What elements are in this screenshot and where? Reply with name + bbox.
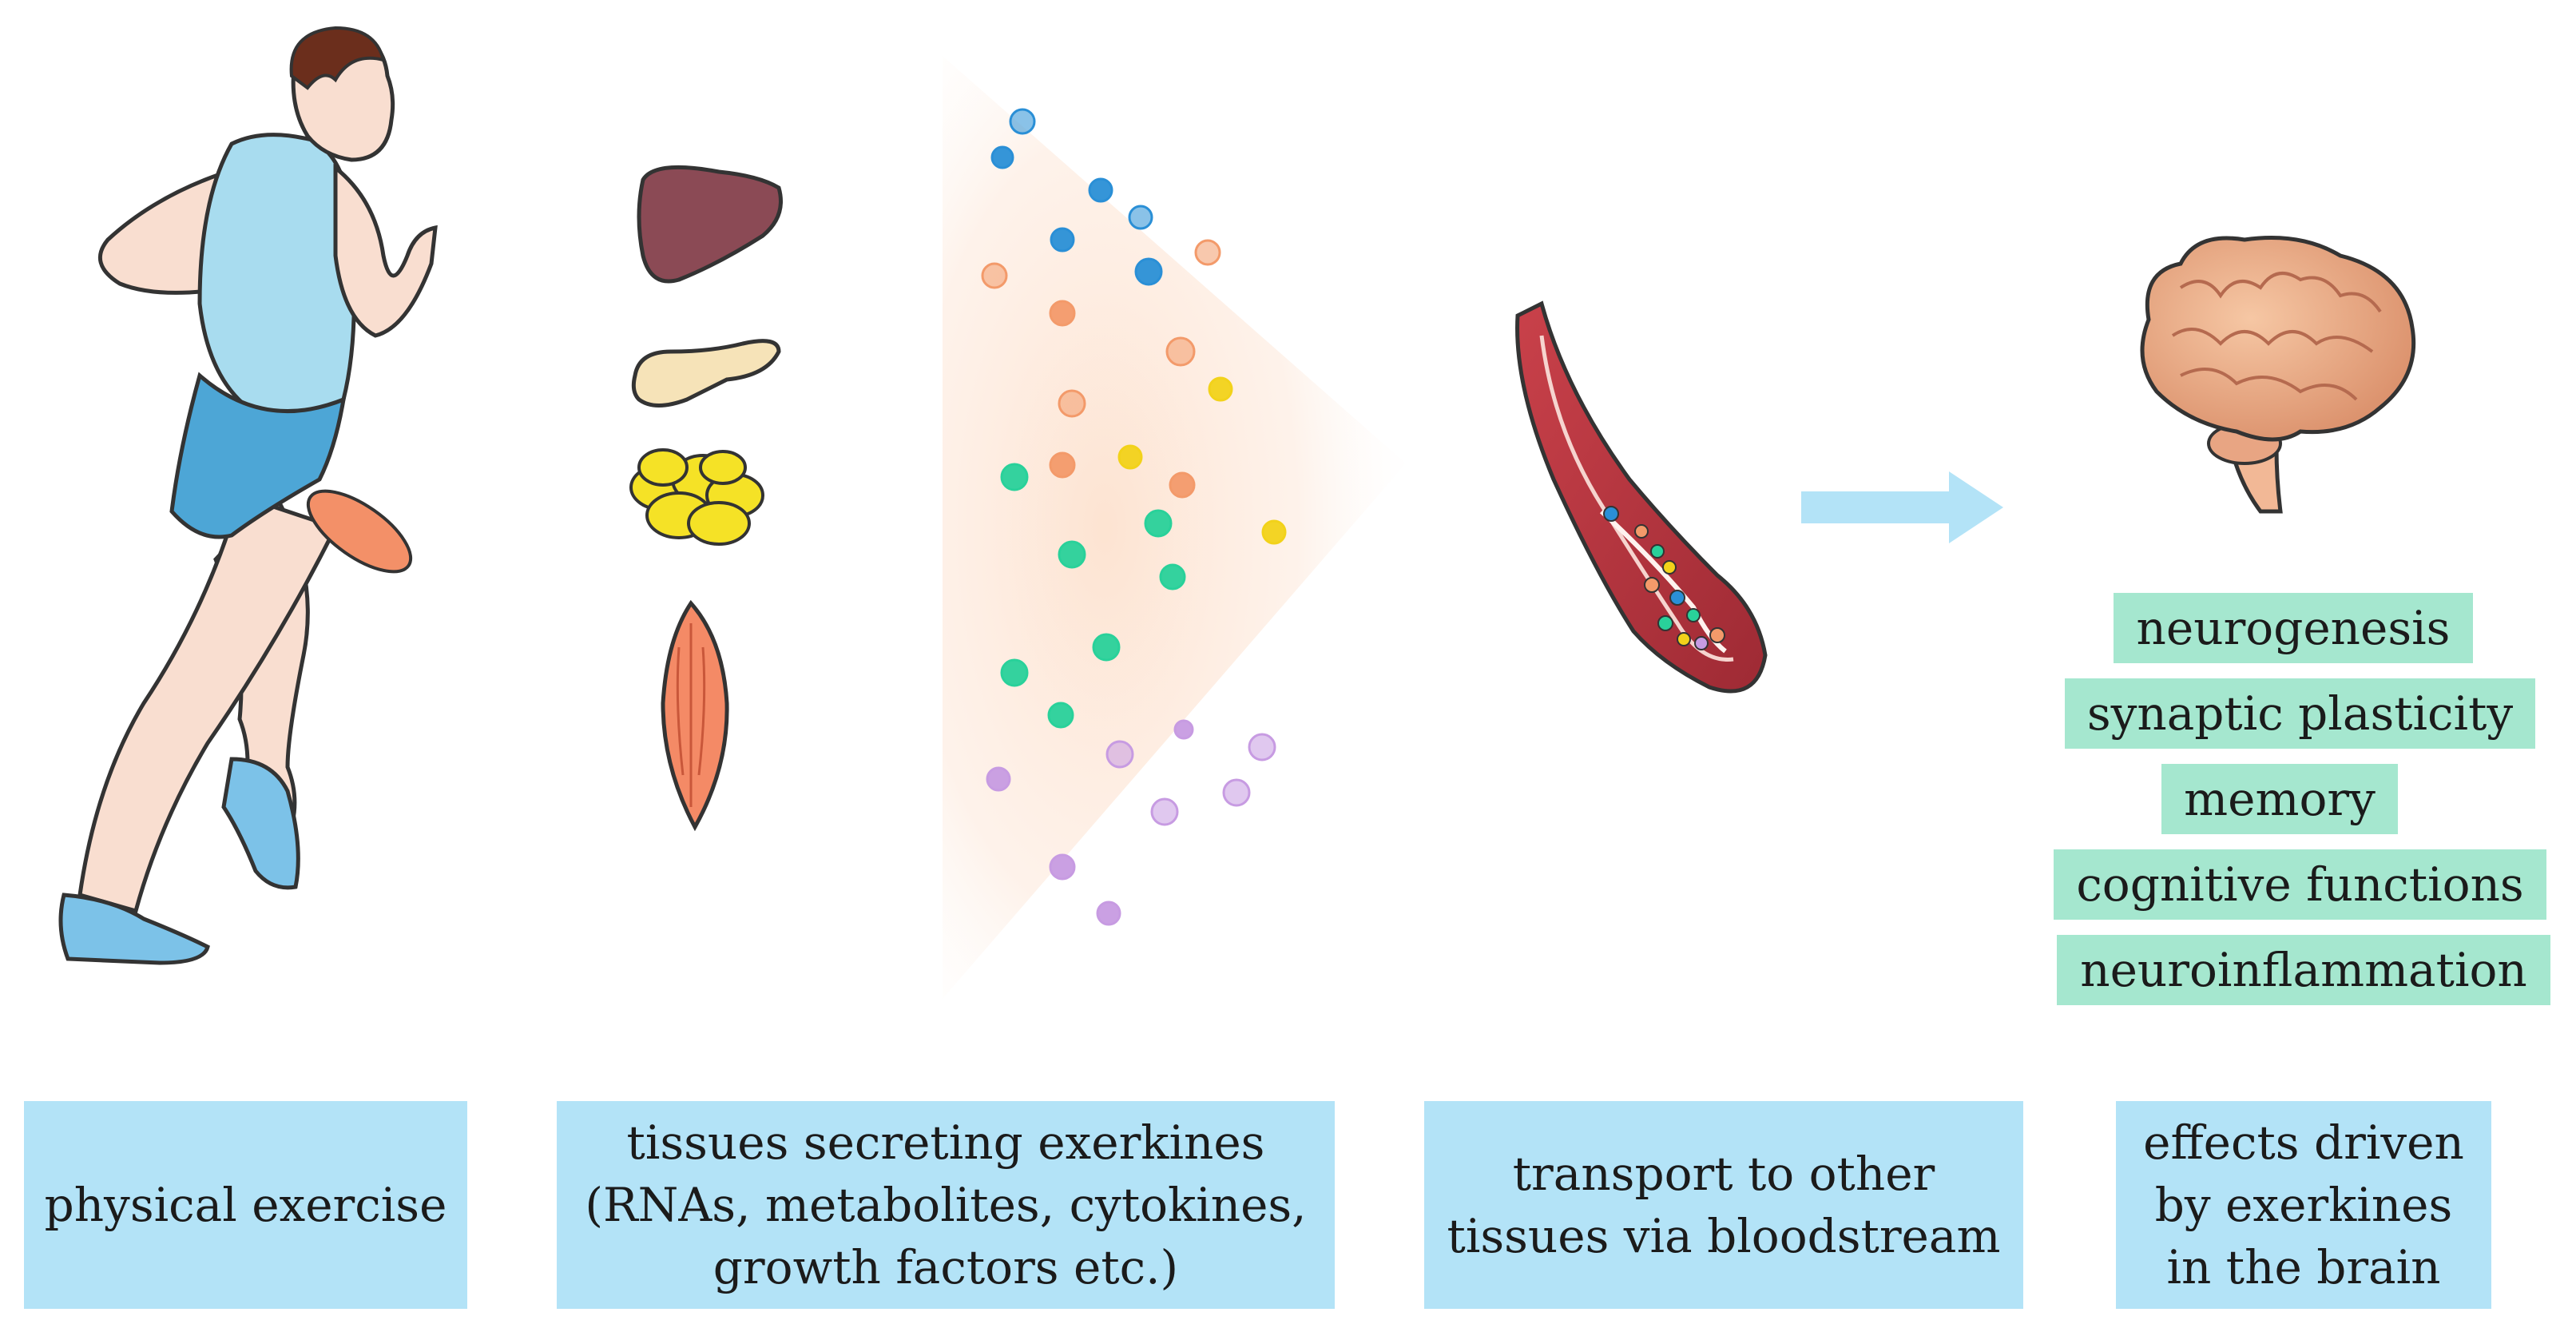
vessel-exerkine-particle bbox=[1644, 577, 1660, 593]
exerkine-particle bbox=[1248, 733, 1276, 761]
vessel-exerkine-particle bbox=[1657, 615, 1673, 631]
adipose-tissue-icon bbox=[629, 448, 764, 546]
exerkine-particle bbox=[1134, 257, 1163, 286]
exerkine-particle bbox=[1169, 471, 1196, 499]
exerkine-particle bbox=[1261, 519, 1287, 545]
exerkine-particle bbox=[1049, 300, 1076, 327]
effect-neurogenesis: neurogenesis bbox=[2114, 593, 2473, 663]
vessel-exerkine-particle bbox=[1669, 590, 1685, 606]
exerkine-particle bbox=[1165, 336, 1196, 367]
exerkine-particle bbox=[1117, 444, 1143, 470]
effect-cognitive-functions: cognitive functions bbox=[2054, 849, 2546, 920]
exerkine-particle bbox=[981, 262, 1008, 289]
exerkine-particle bbox=[1000, 463, 1029, 491]
exerkine-particle bbox=[1194, 239, 1221, 266]
runner-icon bbox=[58, 26, 438, 965]
brain-icon bbox=[2140, 236, 2416, 514]
vessel-exerkine-particle bbox=[1634, 524, 1649, 539]
exerkine-particle bbox=[1000, 658, 1029, 687]
caption-effects-in-brain: effects driven by exerkines in the brain bbox=[2116, 1101, 2491, 1309]
exerkine-particle bbox=[1092, 633, 1121, 662]
exerkine-particle bbox=[1159, 563, 1186, 590]
exerkine-particle bbox=[1222, 778, 1251, 807]
effect-memory: memory bbox=[2161, 764, 2398, 834]
caption-physical-exercise: physical exercise bbox=[24, 1101, 467, 1309]
muscle-icon bbox=[661, 599, 729, 832]
blood-vessel-icon bbox=[1515, 300, 1768, 694]
exerkine-particle bbox=[1088, 177, 1113, 203]
exerkine-particle bbox=[1009, 108, 1036, 135]
exerkine-particle bbox=[990, 145, 1014, 169]
exerkine-particle bbox=[1150, 797, 1179, 826]
exerkine-particle bbox=[1047, 702, 1074, 729]
vessel-exerkine-particle bbox=[1603, 506, 1619, 522]
exerkine-particle bbox=[1096, 901, 1121, 926]
pancreas-icon bbox=[631, 339, 781, 408]
exerkine-particle bbox=[1058, 540, 1086, 569]
exerkine-particle bbox=[1128, 205, 1153, 230]
vessel-exerkine-particle bbox=[1677, 632, 1691, 646]
exerkine-particle bbox=[1049, 853, 1076, 881]
exerkine-particle bbox=[1144, 509, 1173, 538]
vessel-exerkine-particle bbox=[1662, 560, 1677, 575]
exerkine-particle bbox=[1173, 719, 1194, 740]
liver-icon bbox=[637, 165, 783, 284]
exerkine-particles bbox=[943, 56, 1406, 999]
vessel-exerkine-particle bbox=[1709, 627, 1725, 643]
effect-synaptic-plasticity: synaptic plasticity bbox=[2065, 678, 2535, 749]
exerkine-particle bbox=[1208, 376, 1233, 402]
exerkine-particle bbox=[986, 766, 1011, 792]
effect-neuroinflammation: neuroinflammation bbox=[2057, 935, 2550, 1005]
vessel-exerkine-particle bbox=[1686, 608, 1701, 622]
exerkine-particle bbox=[1105, 740, 1134, 769]
vessel-exerkine-particle bbox=[1694, 636, 1709, 650]
caption-transport-bloodstream: transport to other tissues via bloodstre… bbox=[1424, 1101, 2023, 1309]
right-arrow-icon bbox=[1801, 471, 2003, 543]
vessel-exerkine-particle bbox=[1650, 544, 1665, 559]
exerkine-particle bbox=[1058, 389, 1086, 418]
caption-tissues-secreting-exerkines: tissues secreting exerkines (RNAs, metab… bbox=[557, 1101, 1335, 1309]
exerkine-particle bbox=[1049, 451, 1076, 479]
exerkine-particle bbox=[1050, 227, 1075, 252]
